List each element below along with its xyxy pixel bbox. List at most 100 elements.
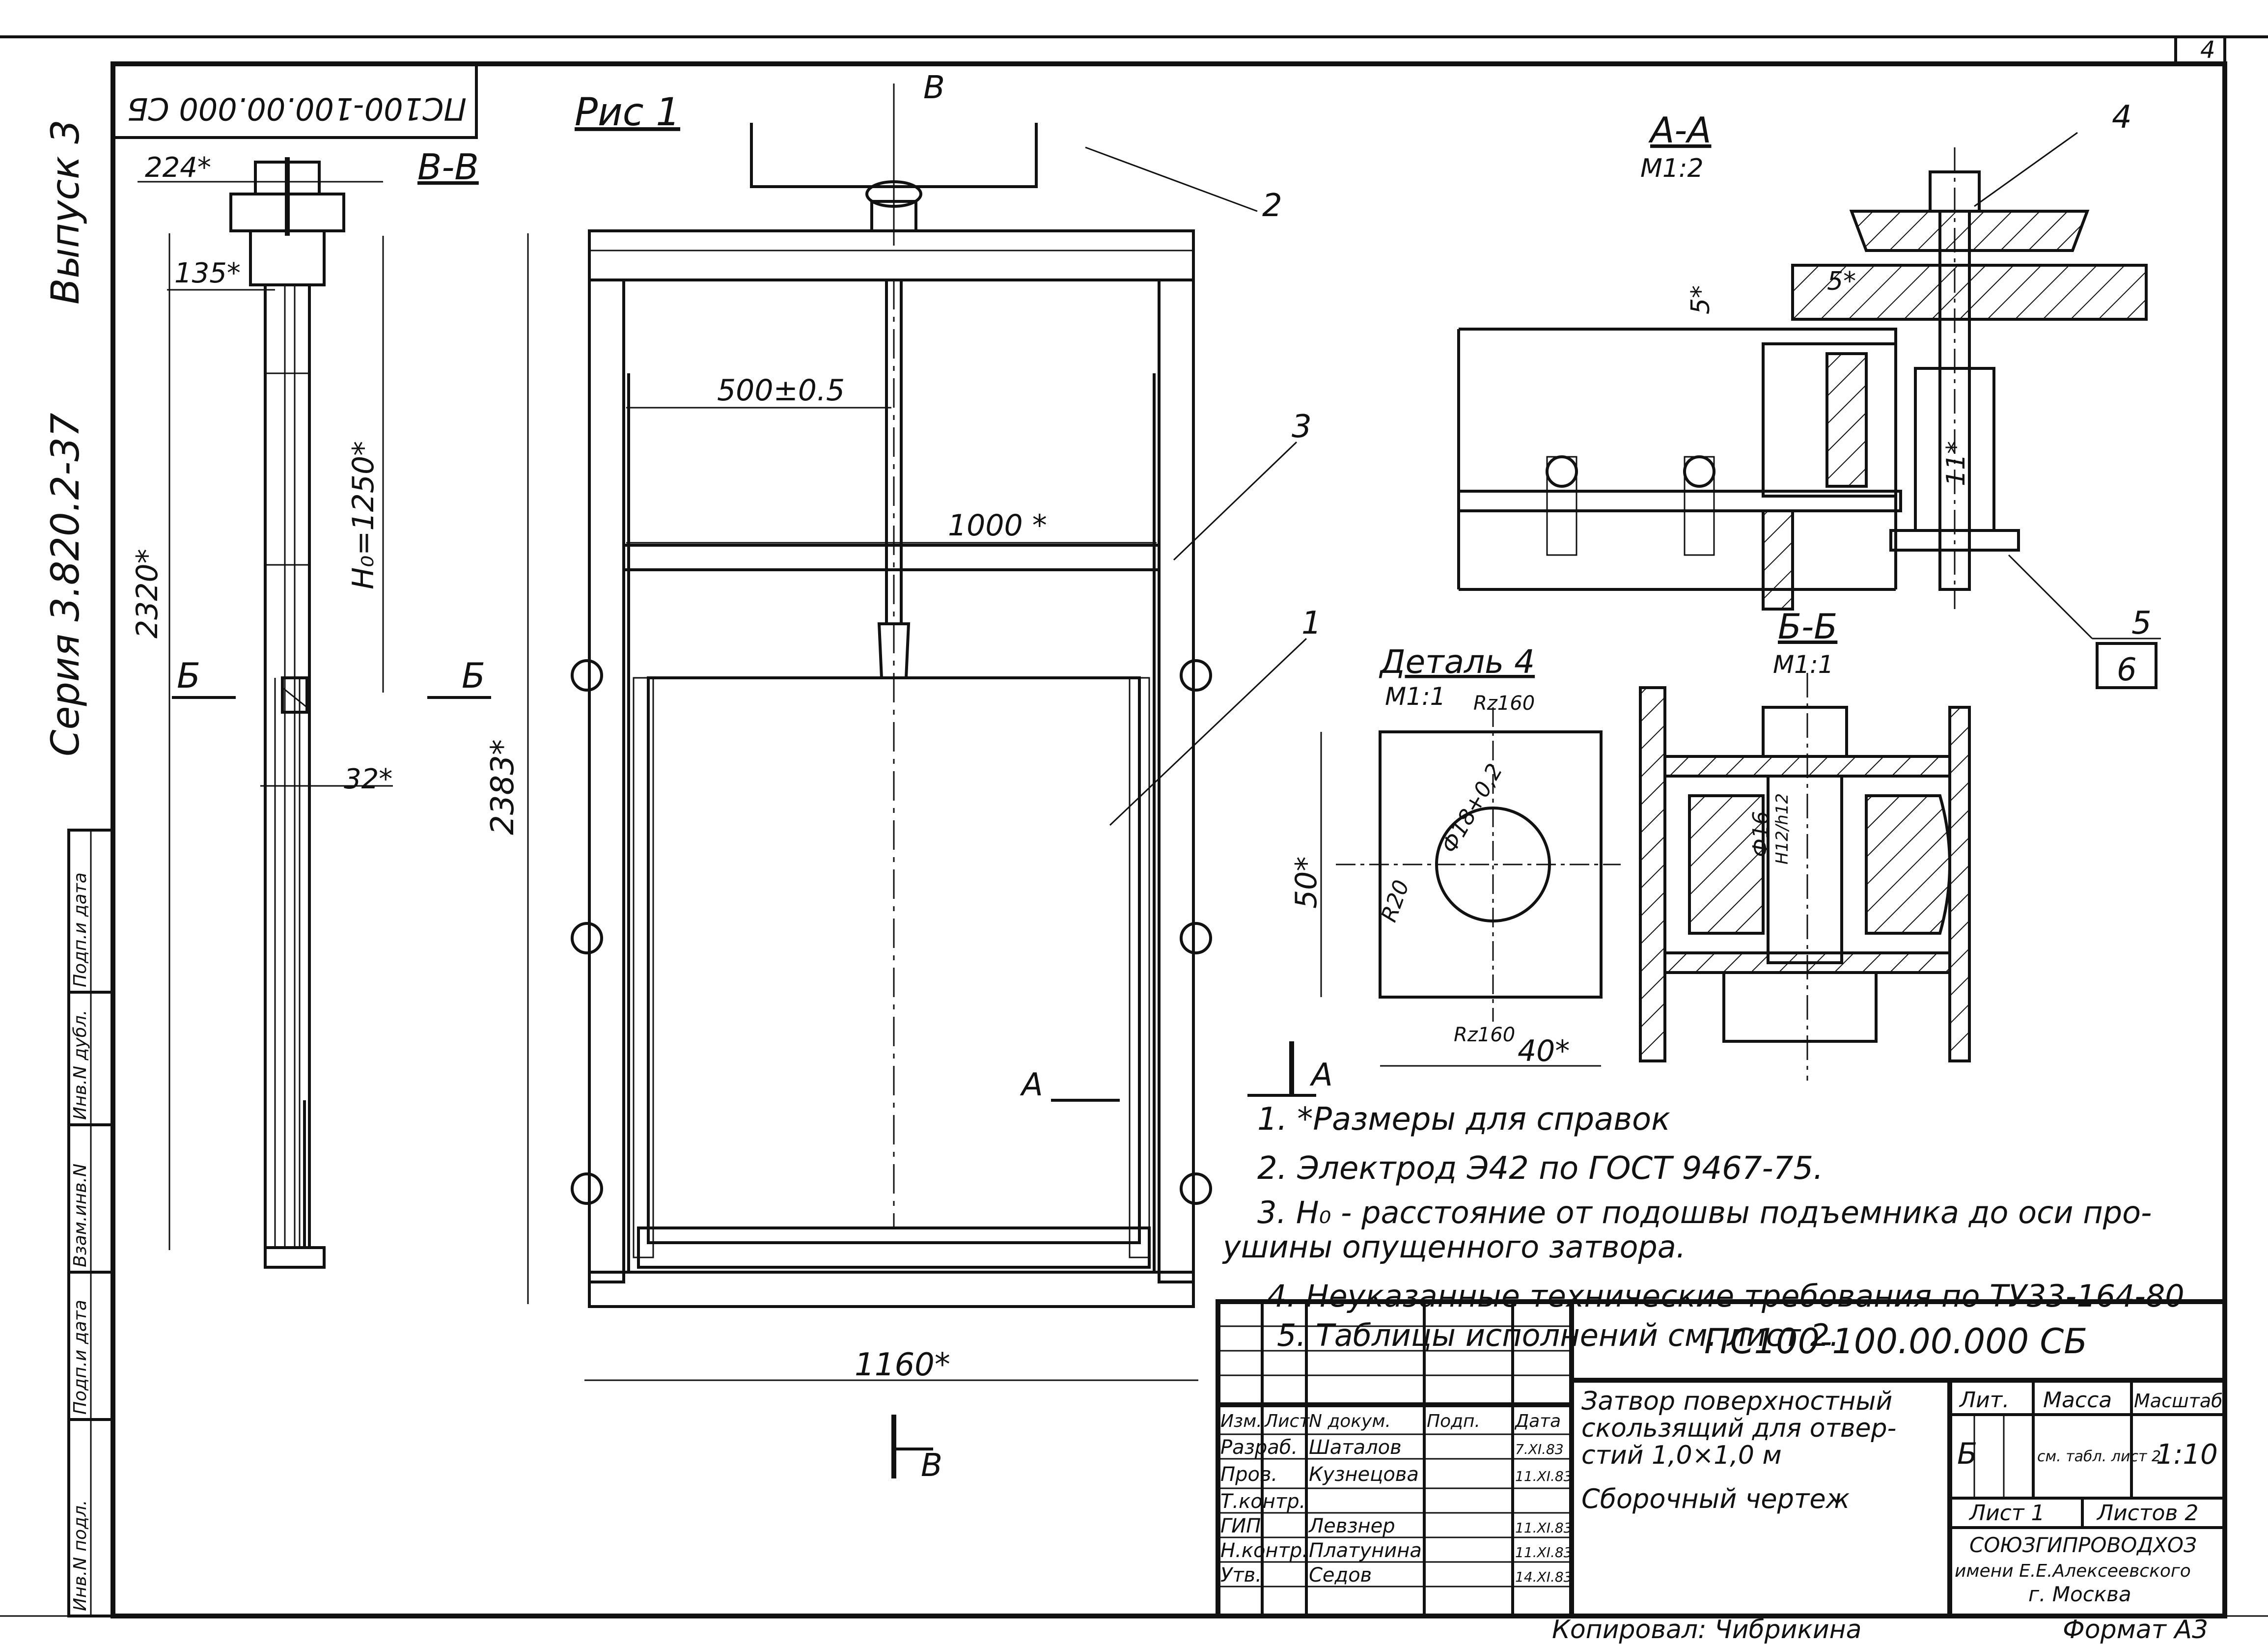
tb-lit-label: Лит.	[1959, 1388, 2009, 1413]
code-box	[111, 62, 478, 139]
phi16: Ф16	[1748, 811, 1773, 857]
section-marker-a-front: А	[1020, 1067, 1043, 1103]
tb-name-line3: стий 1,0×1,0 м	[1581, 1441, 1782, 1470]
tb-scale-label: Масштаб	[2134, 1390, 2223, 1412]
dim-1000: 1000 *	[948, 508, 1047, 543]
section-bb-bolt	[1639, 673, 1971, 1081]
dim-50: 50*	[1289, 857, 1324, 909]
r20: R20	[1376, 877, 1414, 925]
aa-title: А-А	[1648, 110, 1712, 151]
note-3b: ушины опущенного затвора.	[1222, 1229, 1686, 1265]
rz160-top: Rz160	[1473, 692, 1535, 715]
tb-name-line1: Затвор поверхностный	[1581, 1387, 1892, 1416]
tb-mass-value: см. табл. лист 2	[2037, 1448, 2161, 1465]
section-aa	[1457, 147, 2148, 611]
bb-view-label: В-В	[417, 146, 479, 188]
side-title: Серия 3.820.2-37 Выпуск 3	[44, 119, 88, 756]
title-block	[1216, 1299, 2227, 1618]
dim-135: 135*	[174, 257, 241, 289]
tb-role-4: Н.контр.	[1220, 1539, 1308, 1562]
dim-11: 11*	[1941, 441, 1971, 486]
tb-sheets-label: Листов 2	[2096, 1501, 2198, 1526]
tb-role-5: Утв.	[1220, 1564, 1262, 1587]
tb-date-5: 14.XI.83	[1515, 1569, 1573, 1585]
dim-h0: Н₀=1250*	[346, 441, 381, 589]
footer-format: Формат А3	[2063, 1615, 2208, 1644]
strip-field-4: Подп.и дата	[70, 872, 90, 987]
dim-2383: 2383*	[485, 739, 521, 835]
strip-field-2: Взам.инв.N	[70, 1164, 90, 1267]
tb-role-2: Т.контр.	[1220, 1490, 1305, 1513]
tb-head-4: Дата	[1514, 1411, 1561, 1431]
tb-role-3: ГИП	[1220, 1515, 1261, 1537]
dim-1160: 1160*	[855, 1347, 950, 1383]
section-marker-b-left: Б	[177, 656, 200, 696]
tb-name-3: Левзнер	[1308, 1515, 1395, 1537]
detail-title: Деталь 4	[1379, 643, 1535, 681]
callout-5: 5	[2131, 605, 2152, 641]
tb-head-1: Лист	[1264, 1411, 1310, 1431]
tb-name-0: Шаталов	[1309, 1436, 1402, 1459]
note-5: 5. Таблицы исполнений см. лист 2.	[1277, 1317, 1839, 1353]
note-2: 2. Электрод Э42 по ГОСТ 9467-75.	[1257, 1150, 1823, 1187]
callout-6: 6	[2117, 652, 2137, 688]
note-3a: 3. Н₀ - расстояние от подошвы подъемника…	[1257, 1195, 2152, 1230]
tb-role-1: Пров.	[1220, 1463, 1277, 1486]
tb-date-1: 11.XI.83	[1515, 1468, 1573, 1484]
tb-name-5: Седов	[1309, 1564, 1372, 1587]
issue-label: Выпуск 3	[44, 119, 88, 305]
dim-5b: 5*	[1827, 267, 1856, 296]
sheet-number: 4	[2200, 36, 2215, 64]
tb-designation: ПС100-100.00.000 СБ	[1704, 1321, 2087, 1362]
note-4: 4. Неуказанные технические требования по…	[1267, 1278, 2185, 1314]
callout-1: 1	[1301, 605, 1322, 641]
code-box-text: ПС100-100.00.000 СБ	[127, 91, 467, 127]
dim-5a: 5*	[1686, 285, 1715, 314]
detail-4-plate	[1320, 707, 1621, 1067]
callout-2: 2	[1262, 188, 1282, 224]
tb-date-0: 7.XI.83	[1515, 1441, 1564, 1457]
strip-field-1: Подп.и дата	[70, 1300, 90, 1415]
section-marker-b-right: Б	[462, 656, 485, 696]
section-marker-a-detail: А	[1309, 1057, 1333, 1093]
note-1: 1. *Размеры для справок	[1257, 1101, 1670, 1138]
callout-4: 4	[2112, 99, 2132, 136]
dim-224: 224*	[145, 152, 211, 184]
tb-mass-label: Масса	[2043, 1388, 2112, 1413]
tb-org-line1: СОЮЗГИПРОВОДХОЗ	[1969, 1533, 2197, 1557]
callout-3: 3	[1292, 409, 1312, 445]
dim-500: 500±0.5	[717, 373, 845, 408]
tb-name-1: Кузнецова	[1309, 1463, 1419, 1486]
bb2-title: Б-Б	[1778, 607, 1837, 647]
tb-scale-value: 1:10	[2156, 1439, 2218, 1471]
tb-doc-type: Сборочный чертеж	[1581, 1483, 1850, 1514]
fit-h12: Н12/h12	[1772, 793, 1792, 864]
dim-32: 32*	[344, 763, 392, 795]
side-view-bb	[229, 157, 345, 1269]
dim-40: 40*	[1518, 1034, 1570, 1068]
rz160-bottom: Rz160	[1454, 1024, 1515, 1046]
tb-date-4: 11.XI.83	[1515, 1544, 1573, 1560]
section-marker-v-top: В	[923, 70, 945, 106]
tb-role-0: Разраб.	[1220, 1436, 1298, 1459]
tb-head-3: Подп.	[1427, 1411, 1480, 1431]
tb-lit-value: Б	[1957, 1437, 1977, 1471]
footer-copied-by: Копировал: Чибрикина	[1552, 1615, 1862, 1644]
dim-2320: 2320*	[130, 549, 165, 639]
strip-field-0: Инв.N подл.	[70, 1500, 90, 1611]
series-label: Серия 3.820.2-37	[44, 413, 88, 757]
detail-scale: М1:1	[1385, 682, 1446, 711]
notes-block: 1. *Размеры для справок 2. Электрод Э42 …	[1222, 1101, 2185, 1353]
tb-name-4: Платунина	[1309, 1539, 1422, 1562]
bb2-scale: М1:1	[1773, 650, 1834, 679]
aa-scale: М1:2	[1640, 154, 1704, 183]
section-marker-v-bottom: В	[921, 1448, 942, 1484]
tb-org-line2: имени Е.Е.Алексеевского	[1955, 1561, 2191, 1581]
front-view-gate	[571, 84, 1212, 1308]
strip-field-3: Инв.N дубл.	[70, 1010, 90, 1120]
tb-name-line2: скользящий для отвер-	[1581, 1414, 1896, 1443]
tb-date-3: 11.XI.83	[1515, 1520, 1573, 1536]
figure-label: Рис 1	[575, 90, 680, 135]
left-stamp-strip	[67, 829, 114, 1617]
